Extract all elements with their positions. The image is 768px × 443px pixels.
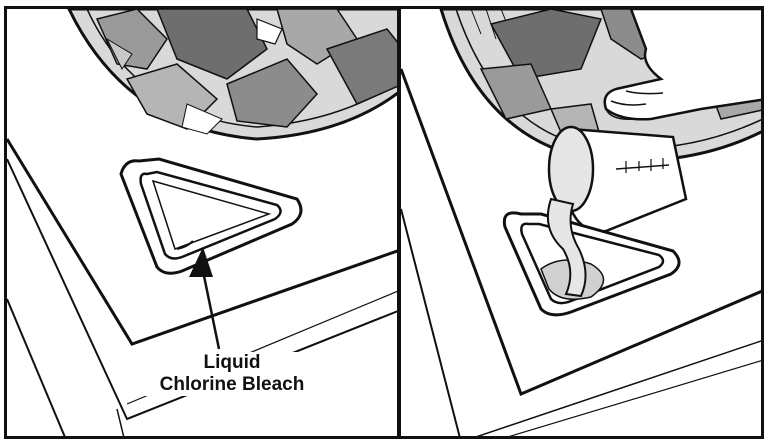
callout-label-line1: Liquid <box>137 352 327 374</box>
left-panel-dispenser-location: Liquid Chlorine Bleach <box>4 6 400 439</box>
bleach-dispenser <box>121 159 301 273</box>
right-panel-pouring-bleach <box>398 6 764 439</box>
callout-label: Liquid Chlorine Bleach <box>137 352 327 396</box>
washer-basket <box>69 9 400 139</box>
washer-top-right-drawing <box>401 9 764 439</box>
bleach-dispenser <box>504 213 679 315</box>
cabinet-edge <box>401 209 461 439</box>
callout-label-line2: Chlorine Bleach <box>137 374 327 396</box>
